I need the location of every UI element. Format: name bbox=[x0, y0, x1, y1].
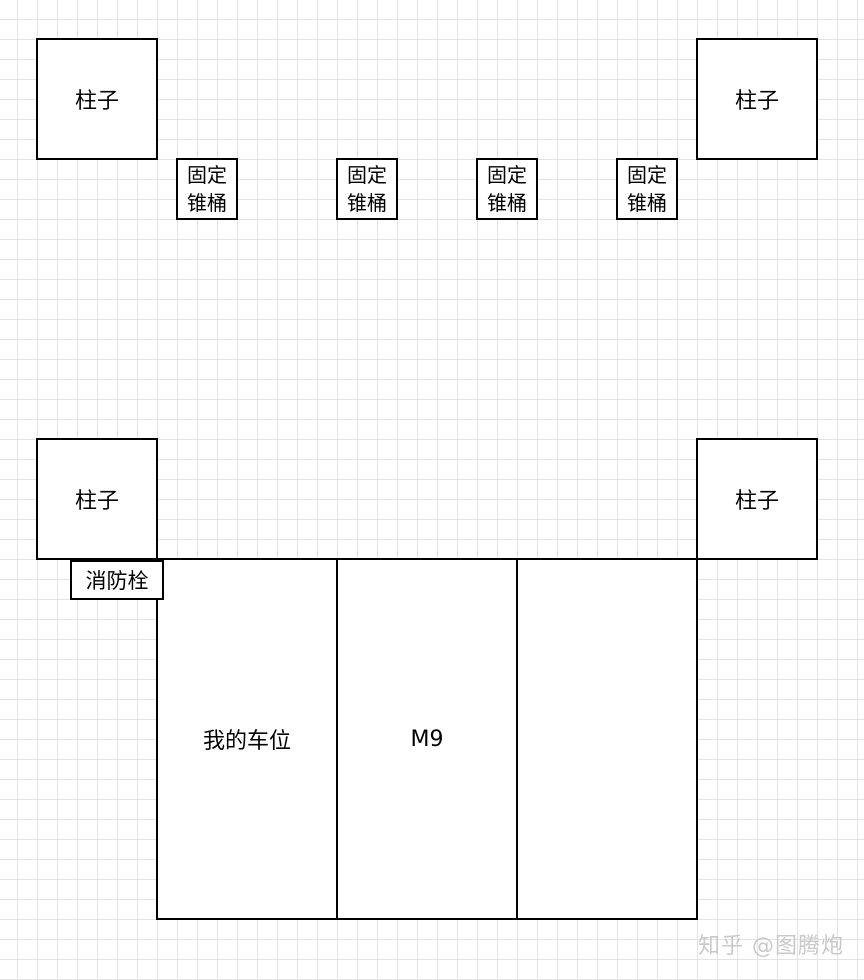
cone-label: 固定锥桶 bbox=[487, 163, 527, 215]
pillar-label: 柱子 bbox=[74, 89, 119, 114]
pillar-top-left: 柱子 bbox=[36, 38, 158, 160]
cone-label: 固定锥桶 bbox=[347, 163, 387, 215]
pillar-label: 柱子 bbox=[734, 489, 779, 514]
fixed-cone-1: 固定锥桶 bbox=[176, 158, 238, 220]
parking-slot-m9: M9 bbox=[336, 558, 518, 920]
pillar-bottom-left: 柱子 bbox=[36, 438, 158, 560]
fixed-cone-4: 固定锥桶 bbox=[616, 158, 678, 220]
parking-slot-empty bbox=[516, 558, 698, 920]
pillar-label: 柱子 bbox=[734, 89, 779, 114]
pillar-bottom-right: 柱子 bbox=[696, 438, 818, 560]
fixed-cone-2: 固定锥桶 bbox=[336, 158, 398, 220]
cone-label: 固定锥桶 bbox=[187, 163, 227, 215]
slot-label: M9 bbox=[410, 726, 444, 752]
cone-label: 固定锥桶 bbox=[627, 163, 667, 215]
fire-hydrant: 消防栓 bbox=[70, 560, 164, 600]
pillar-label: 柱子 bbox=[74, 489, 119, 514]
hydrant-label: 消防栓 bbox=[85, 569, 149, 593]
parking-slot-mine: 我的车位 bbox=[156, 558, 338, 920]
watermark: 知乎 @图腾炮 bbox=[698, 934, 844, 959]
slot-label: 我的车位 bbox=[202, 729, 291, 754]
pillar-top-right: 柱子 bbox=[696, 38, 818, 160]
fixed-cone-3: 固定锥桶 bbox=[476, 158, 538, 220]
